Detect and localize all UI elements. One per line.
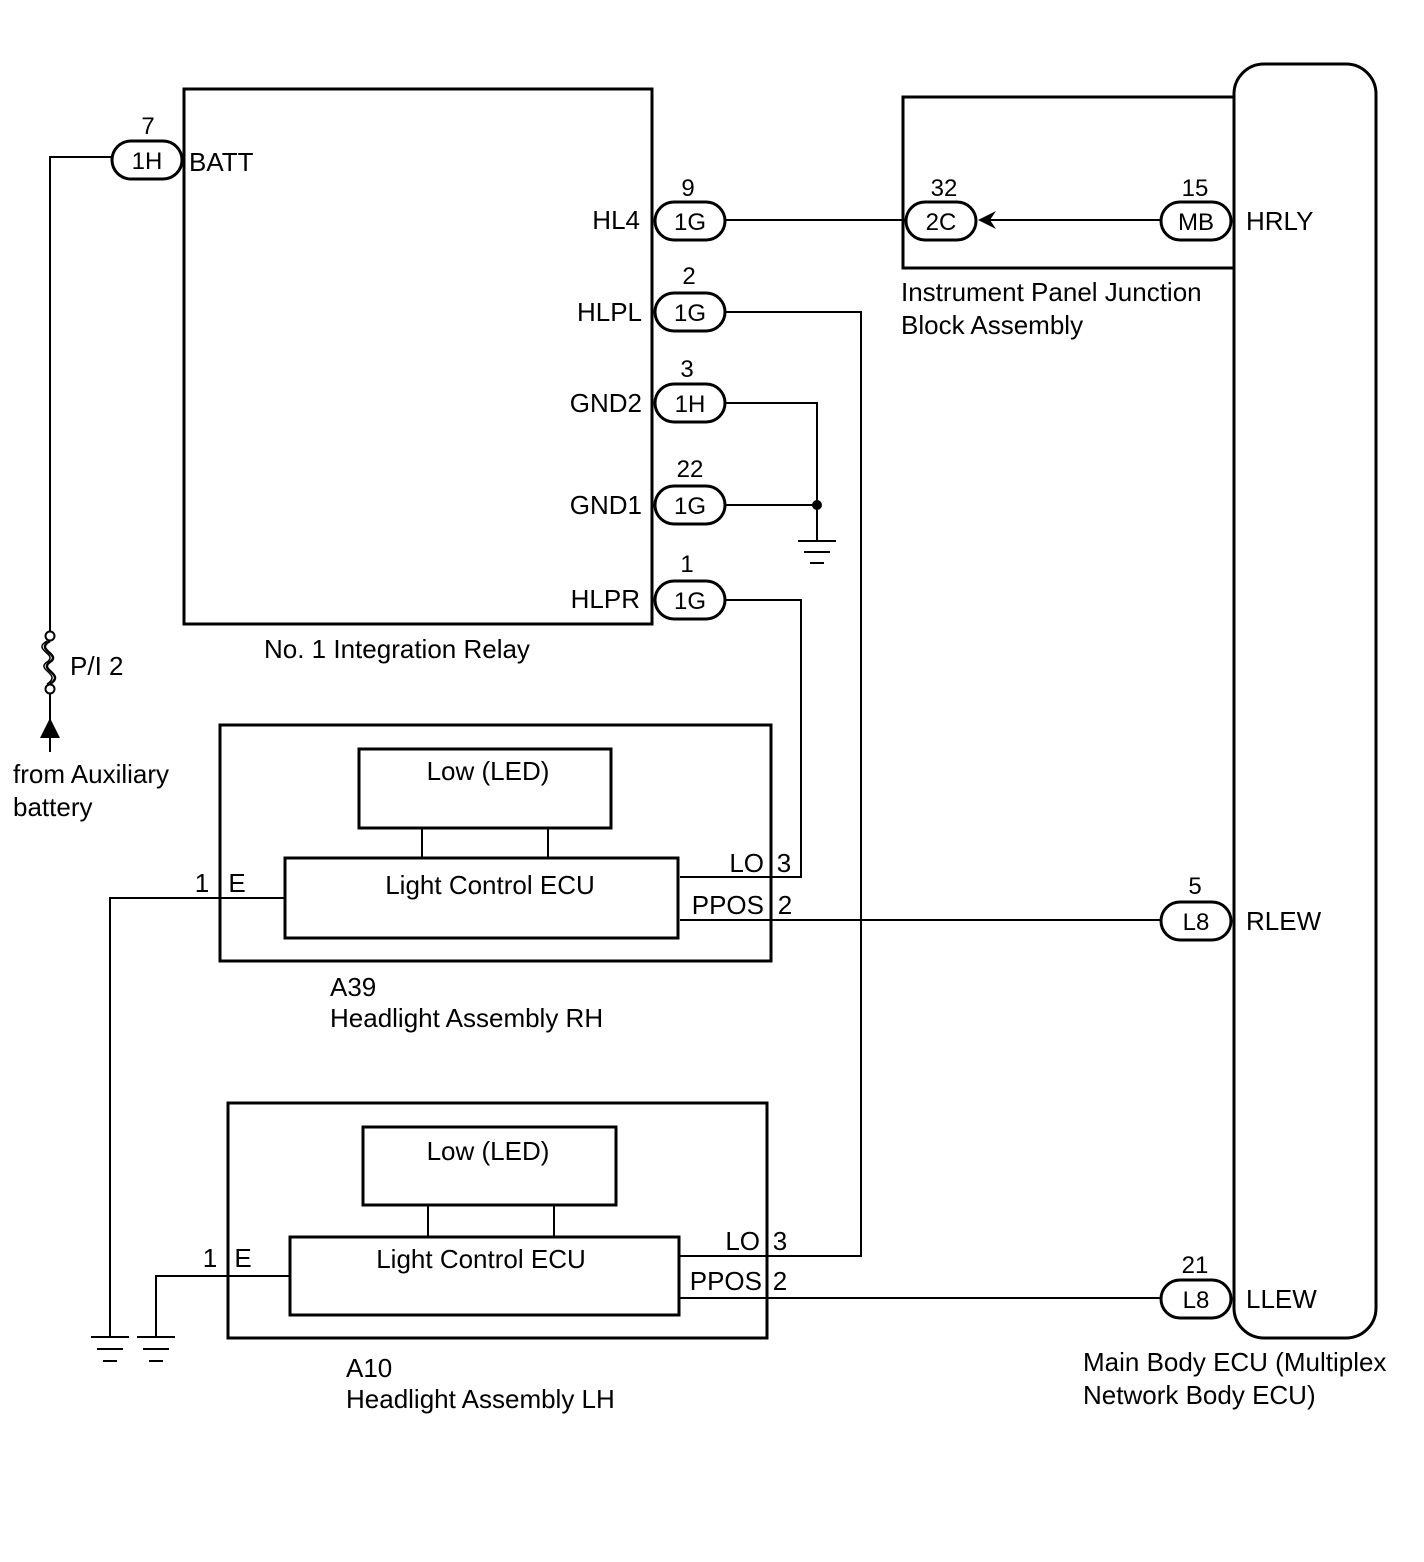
pin-number-gnd1: 22	[677, 456, 704, 483]
junction-block-title-line2: Block Assembly	[901, 310, 1083, 340]
connector-1h-gnd2	[653, 382, 727, 424]
wire-lh-e	[155, 1275, 290, 1336]
ground-symbol-lh	[137, 1336, 175, 1362]
headlight-lh-ppos-pin: 2	[773, 1266, 787, 1296]
headlight-rh-title: Headlight Assembly RH	[330, 1003, 603, 1033]
headlight-rh-e-label: E	[228, 868, 245, 898]
connector-label-hl4: 1G	[674, 209, 706, 236]
source-label-line2: battery	[13, 792, 93, 822]
ground-symbol-rh	[91, 1336, 129, 1362]
pin-number-mb: 15	[1182, 175, 1209, 202]
wires	[49, 156, 1161, 1336]
headlight-rh-led-box	[357, 747, 613, 830]
headlight-rh-lo-pin: 3	[777, 848, 791, 878]
connector-1g-gnd1	[653, 484, 727, 526]
pin-number-batt: 7	[141, 113, 154, 140]
connector-l8-rlew	[1159, 900, 1233, 942]
fuse-label: P/I 2	[70, 651, 123, 681]
headlight-lh-box	[226, 1101, 769, 1340]
connector-label-hlpr: 1G	[674, 588, 706, 615]
connector-1h-batt	[110, 139, 184, 181]
headlight-lh-ppos-label: PPOS	[690, 1266, 762, 1296]
headlight-lh-led-box	[361, 1125, 618, 1207]
headlight-rh-ppos-label: PPOS	[692, 890, 764, 920]
junction-block-title-line1: Instrument Panel Junction	[901, 277, 1202, 307]
pin-number-rlew: 5	[1188, 873, 1201, 900]
pin-number-hl4: 9	[681, 175, 694, 202]
junction-block-box	[901, 95, 1234, 270]
wire-batt	[49, 156, 112, 632]
arrow-up-icon	[40, 718, 60, 738]
headlight-rh-ecu-label: Light Control ECU	[385, 870, 595, 900]
pin-number-gnd2: 3	[680, 356, 693, 383]
headlight-rh-ecu-box	[283, 856, 680, 940]
connector-label-mb: MB	[1178, 209, 1214, 236]
pin-number-hlpl: 2	[682, 263, 695, 290]
pin-label-llew: LLEW	[1246, 1284, 1317, 1314]
ground-symbol-relay	[798, 540, 836, 564]
headlight-rh-e-pin: 1	[195, 868, 209, 898]
pin-label-gnd1: GND1	[570, 490, 642, 520]
headlight-lh-lo-label: LO	[725, 1226, 760, 1256]
headlight-lh-led-label: Low (LED)	[427, 1136, 550, 1166]
pin-number-llew: 21	[1182, 1252, 1209, 1279]
main-body-ecu-box	[1232, 62, 1378, 1340]
wire-hlpl	[680, 311, 862, 1257]
connector-2c	[904, 200, 978, 242]
headlight-lh-code: A10	[346, 1353, 392, 1383]
integration-relay-title: No. 1 Integration Relay	[264, 634, 530, 664]
main-body-ecu-title-line2: Network Body ECU)	[1083, 1380, 1316, 1410]
connector-label-llew: L8	[1183, 1287, 1210, 1314]
connector-label-rlew: L8	[1183, 909, 1210, 936]
headlight-lh-lo-pin: 3	[773, 1226, 787, 1256]
headlight-rh-led-label: Low (LED)	[427, 756, 550, 786]
headlight-rh-ppos-pin: 2	[778, 890, 792, 920]
headlight-rh-code: A39	[330, 972, 376, 1002]
headlight-rh-lo-label: LO	[729, 848, 764, 878]
headlight-lh-ecu-box	[288, 1235, 681, 1317]
connector-label-batt: 1H	[132, 148, 163, 175]
connector-label-2c: 2C	[926, 209, 957, 236]
connector-label-gnd1: 1G	[674, 493, 706, 520]
pin-label-hrly: HRLY	[1246, 206, 1313, 236]
pin-label-gnd2: GND2	[570, 388, 642, 418]
connector-1g-hlpl	[653, 291, 727, 333]
wire-rh-e	[109, 897, 285, 1336]
pin-label-batt: BATT	[189, 147, 254, 177]
pin-label-rlew: RLEW	[1246, 906, 1322, 936]
pin-label-hlpr: HLPR	[571, 584, 640, 614]
connector-1g-hlpr	[653, 579, 727, 621]
headlight-lh-title: Headlight Assembly LH	[346, 1384, 615, 1414]
connector-1g-hl4	[653, 200, 727, 242]
wire-hlpr	[680, 599, 802, 878]
pin-label-hl4: HL4	[592, 205, 640, 235]
main-body-ecu-title-line1: Main Body ECU (Multiplex	[1083, 1347, 1386, 1377]
headlight-rh-box	[218, 723, 773, 963]
pin-number-2c: 32	[931, 175, 958, 202]
headlight-lh-e-pin: 1	[203, 1243, 217, 1273]
pin-number-hlpr: 1	[680, 551, 693, 578]
headlight-lh-e-label: E	[234, 1243, 251, 1273]
connector-mb	[1159, 200, 1233, 242]
pin-label-hlpl: HLPL	[577, 297, 642, 327]
connector-arrow-icon	[978, 211, 996, 229]
wire-gnd2	[725, 402, 818, 540]
source-label-line1: from Auxiliary	[13, 759, 169, 789]
headlight-lh-ecu-label: Light Control ECU	[376, 1244, 586, 1274]
junction-dot	[812, 500, 822, 510]
connector-l8-llew	[1159, 1278, 1233, 1320]
connector-label-gnd2: 1H	[675, 391, 706, 418]
integration-relay-box	[182, 87, 654, 626]
fuse-icon	[41, 630, 57, 695]
connector-label-hlpl: 1G	[674, 300, 706, 327]
